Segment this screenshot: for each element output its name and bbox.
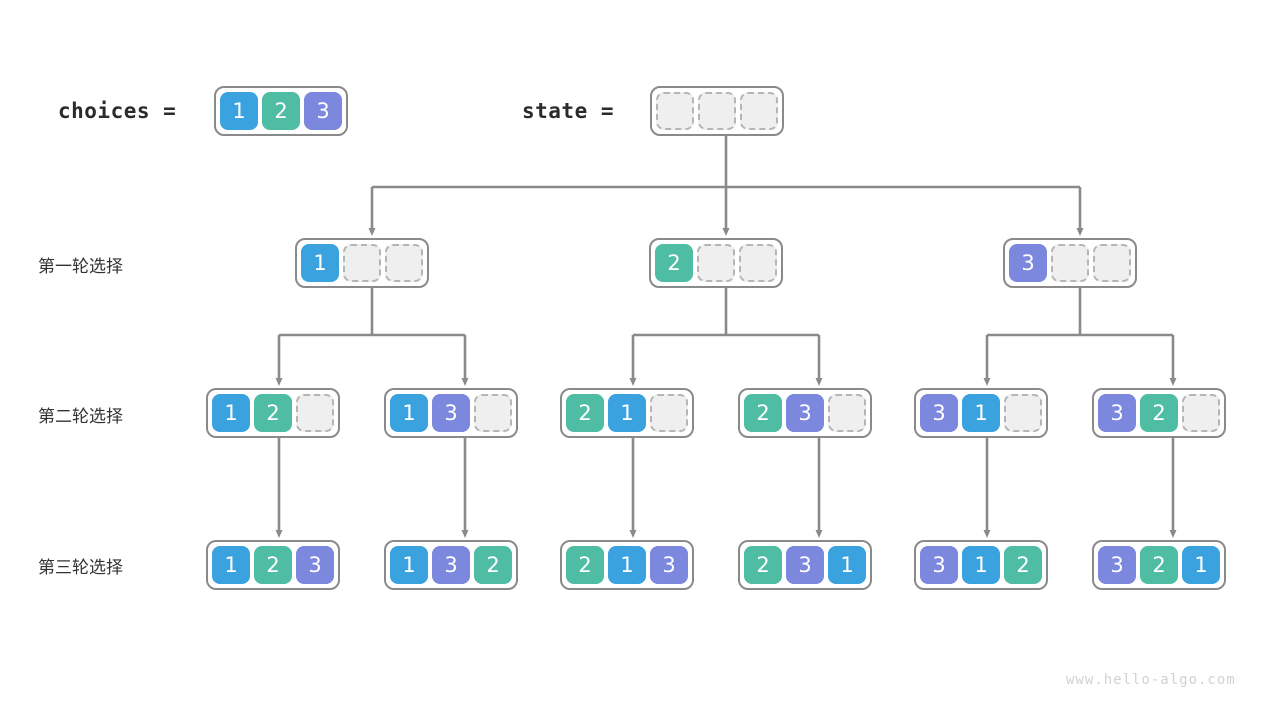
level2-node5-cell-1-value-3: 3 — [920, 394, 958, 432]
level3-node6-cell-2-value-2: 2 — [1140, 546, 1178, 584]
level1-node1-cell-3-empty — [385, 244, 423, 282]
level3-node1-cell-2-value-2: 2 — [254, 546, 292, 584]
level3-node4-cell-2-value-3: 3 — [786, 546, 824, 584]
level1-node3-cell-2-empty — [1051, 244, 1089, 282]
level3-node6-cell-3-value-1: 1 — [1182, 546, 1220, 584]
state-label: state = — [522, 99, 615, 123]
level3-node5-cell-2-value-1: 1 — [962, 546, 1000, 584]
state-array — [650, 86, 784, 136]
level2-node1-cell-1-value-1: 1 — [212, 394, 250, 432]
level1-node1-cell-1-value-1: 1 — [301, 244, 339, 282]
level3-node2-cell-1-value-1: 1 — [390, 546, 428, 584]
level1-node1-cell-2-empty — [343, 244, 381, 282]
node-level1-1: 1 — [295, 238, 429, 288]
level3-node3-cell-3-value-3: 3 — [650, 546, 688, 584]
level2-node3-cell-2-value-1: 1 — [608, 394, 646, 432]
watermark: www.hello-algo.com — [1066, 672, 1236, 688]
level2-node4-cell-2-value-3: 3 — [786, 394, 824, 432]
level1-node3-cell-1-value-3: 3 — [1009, 244, 1047, 282]
level2-node6-cell-1-value-3: 3 — [1098, 394, 1136, 432]
level2-node5-cell-2-value-1: 1 — [962, 394, 1000, 432]
node-level1-3: 3 — [1003, 238, 1137, 288]
level3-node5-cell-1-value-3: 3 — [920, 546, 958, 584]
level2-node1-cell-2-value-2: 2 — [254, 394, 292, 432]
level3-node3-cell-1-value-2: 2 — [566, 546, 604, 584]
level2-node2-cell-1-value-1: 1 — [390, 394, 428, 432]
level2-node2-cell-2-value-3: 3 — [432, 394, 470, 432]
level2-node5-cell-3-empty — [1004, 394, 1042, 432]
choices-cell-2-value-2: 2 — [262, 92, 300, 130]
row-label-round-1: 第一轮选择 — [38, 257, 123, 277]
level2-node6-cell-3-empty — [1182, 394, 1220, 432]
level2-node4-cell-1-value-2: 2 — [744, 394, 782, 432]
level1-node3-cell-3-empty — [1093, 244, 1131, 282]
level3-node4-cell-1-value-2: 2 — [744, 546, 782, 584]
level3-node2-cell-2-value-3: 3 — [432, 546, 470, 584]
row-label-round-2: 第二轮选择 — [38, 407, 123, 427]
node-level1-2: 2 — [649, 238, 783, 288]
level1-node2-cell-3-empty — [739, 244, 777, 282]
level2-node6-cell-2-value-2: 2 — [1140, 394, 1178, 432]
level3-node3-cell-2-value-1: 1 — [608, 546, 646, 584]
level3-node6-cell-1-value-3: 3 — [1098, 546, 1136, 584]
level3-node1-cell-3-value-3: 3 — [296, 546, 334, 584]
choices-label: choices = — [58, 99, 177, 123]
level1-node2-cell-1-value-2: 2 — [655, 244, 693, 282]
level2-node2-cell-3-empty — [474, 394, 512, 432]
level2-node3-cell-3-empty — [650, 394, 688, 432]
choices-cell-3-value-3: 3 — [304, 92, 342, 130]
choices-cell-1-value-1: 1 — [220, 92, 258, 130]
level2-node3-cell-1-value-2: 2 — [566, 394, 604, 432]
row-label-round-3: 第三轮选择 — [38, 558, 123, 578]
state-cell-2-empty — [698, 92, 736, 130]
level2-node1-cell-3-empty — [296, 394, 334, 432]
level3-node5-cell-3-value-2: 2 — [1004, 546, 1042, 584]
level2-node4-cell-3-empty — [828, 394, 866, 432]
level3-node2-cell-3-value-2: 2 — [474, 546, 512, 584]
level1-node2-cell-2-empty — [697, 244, 735, 282]
state-cell-1-empty — [656, 92, 694, 130]
level3-node1-cell-1-value-1: 1 — [212, 546, 250, 584]
level3-node4-cell-3-value-1: 1 — [828, 546, 866, 584]
state-cell-3-empty — [740, 92, 778, 130]
